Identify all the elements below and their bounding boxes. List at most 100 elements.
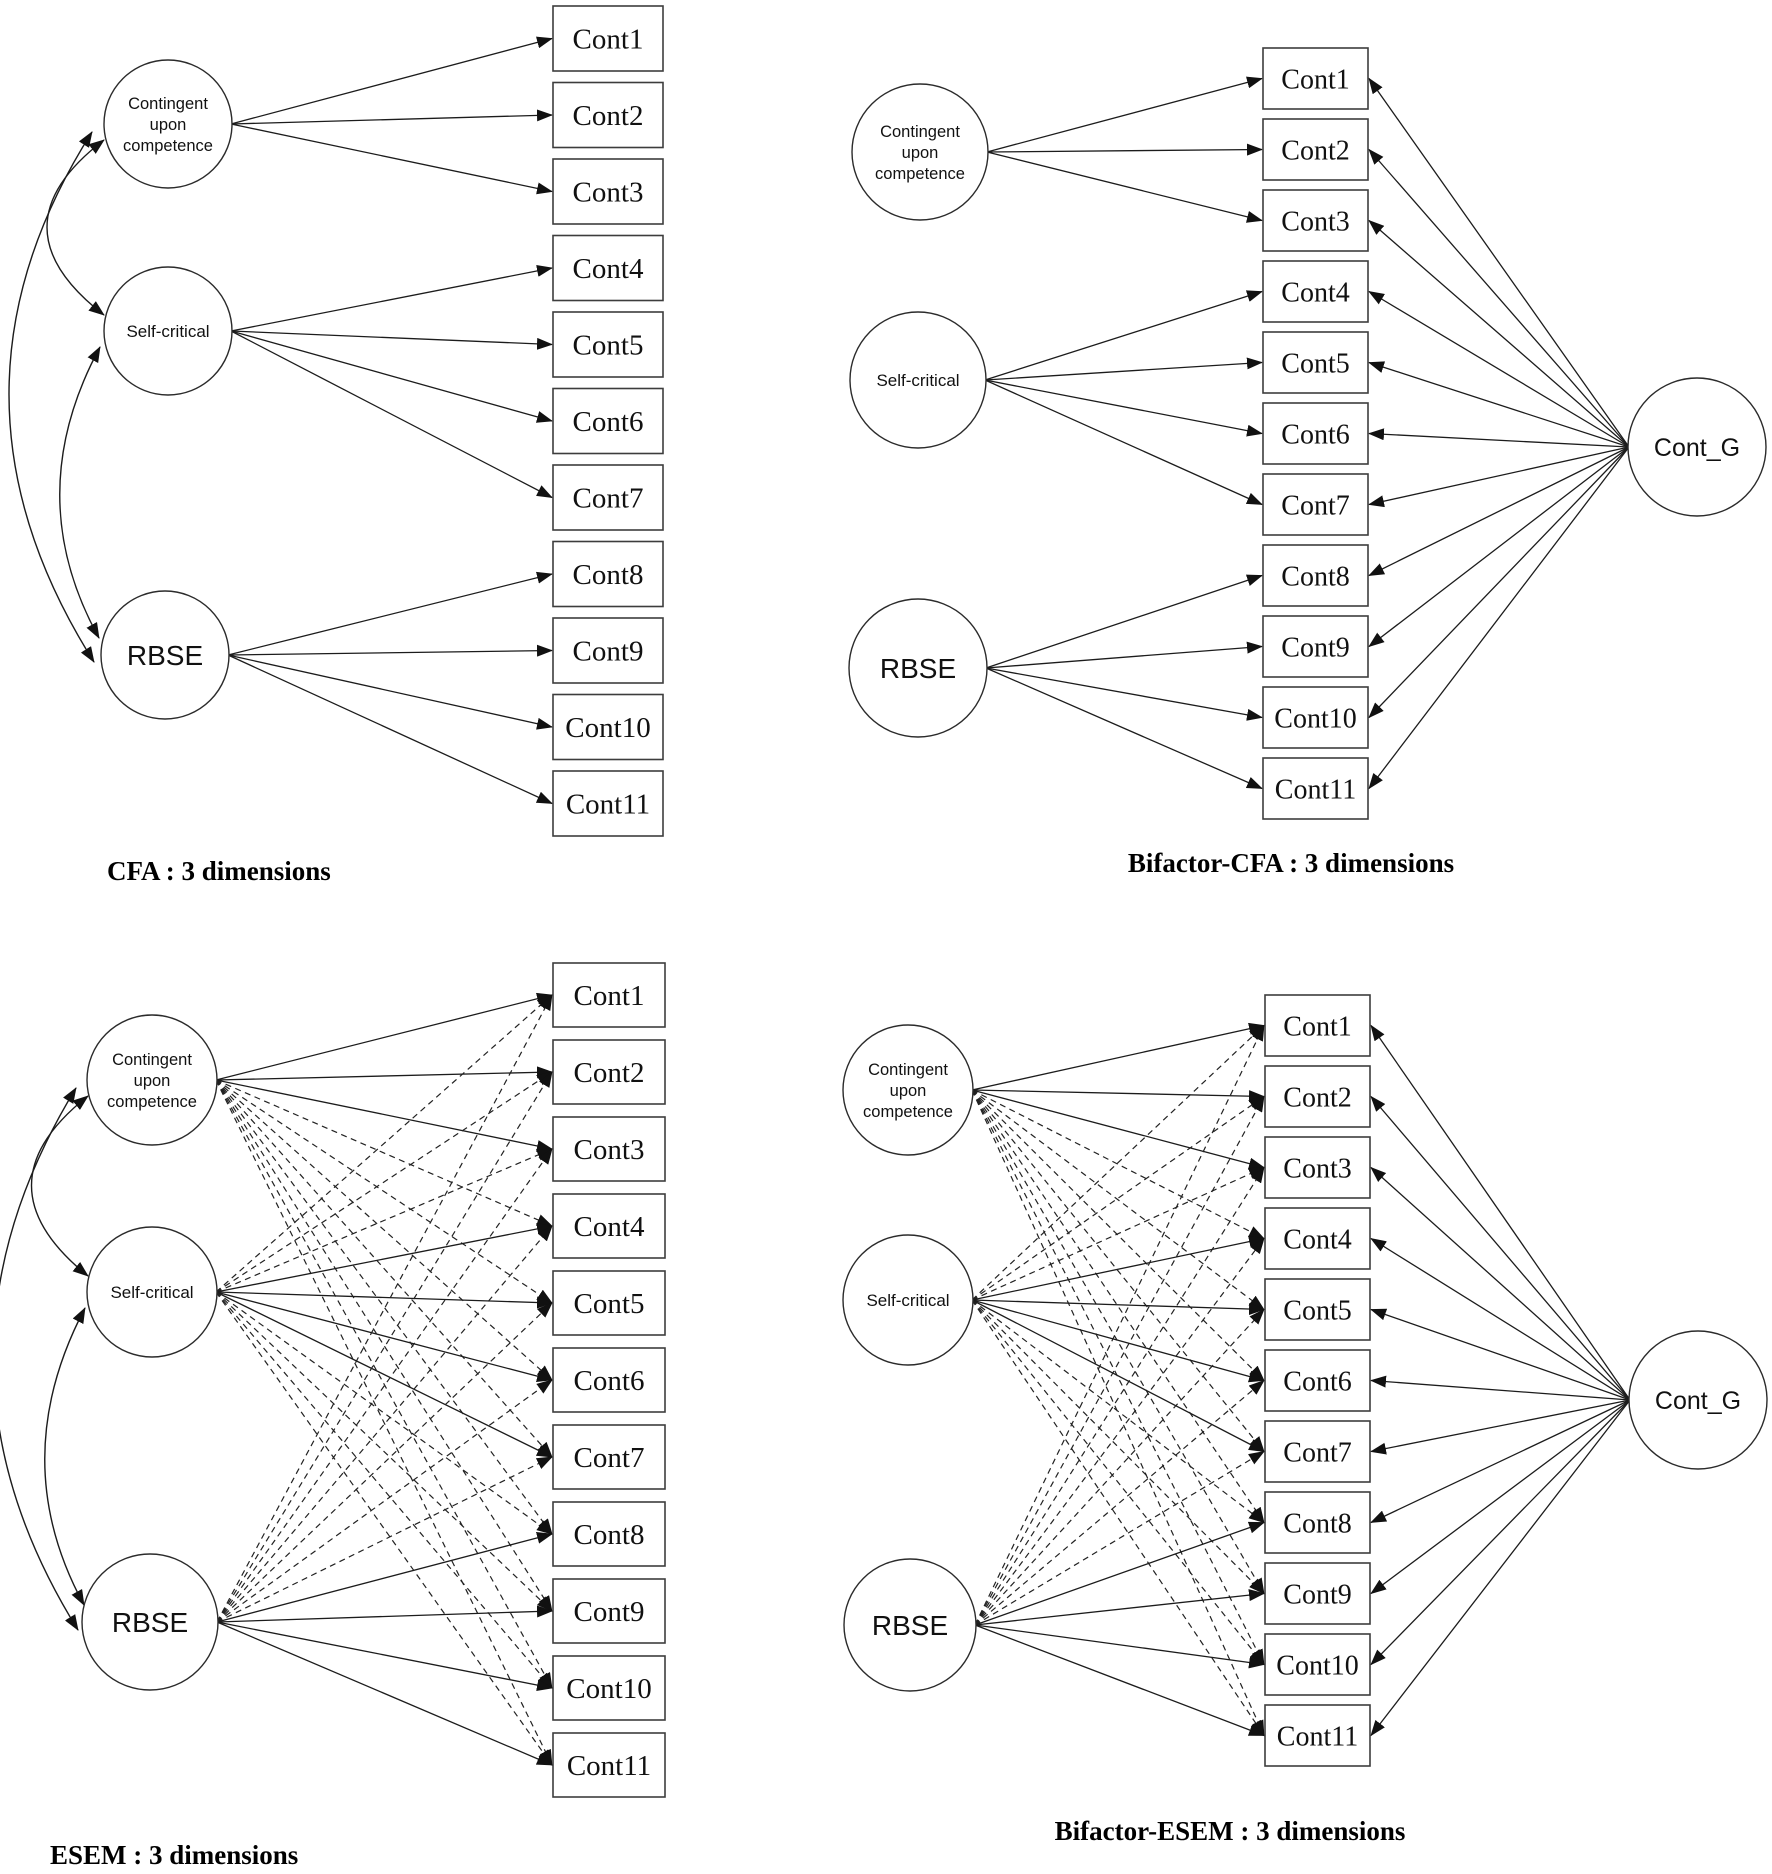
cross-loading-arrow xyxy=(971,1089,1265,1524)
indicator-box-cont5 xyxy=(1262,331,1369,394)
general-factor-circle xyxy=(1628,1330,1768,1470)
loading-arrow xyxy=(971,1235,1265,1301)
indicator-box-cont6 xyxy=(1264,1349,1371,1412)
indicator-label-cont1: Cont1 xyxy=(574,980,645,1012)
indicator-label-cont7: Cont7 xyxy=(574,1442,645,1474)
indicator-box-cont4 xyxy=(552,1193,666,1259)
cross-loading-arrow xyxy=(215,994,553,1293)
indicator-label-cont11: Cont11 xyxy=(1275,774,1356,805)
loading-arrow xyxy=(974,1589,1265,1626)
indicator-box-cont7 xyxy=(1264,1420,1371,1483)
indicator-label-cont11: Cont11 xyxy=(567,1750,651,1782)
indicator-box-cont4 xyxy=(1264,1207,1371,1270)
indicator-box-cont1 xyxy=(552,962,666,1028)
indicator-label-cont8: Cont8 xyxy=(574,1519,645,1551)
cross-loading-arrow xyxy=(216,1148,553,1623)
cross-loading-arrow xyxy=(216,1302,553,1623)
indicator-label-cont4: Cont4 xyxy=(574,1211,645,1243)
loading-arrow xyxy=(984,290,1263,381)
factor-circle-self-critical xyxy=(86,1226,218,1358)
indicator-box-cont4 xyxy=(552,234,664,302)
general-loading-arrow xyxy=(1368,77,1630,448)
indicator-box-cont11 xyxy=(1262,757,1369,820)
factor-correlation-arrow xyxy=(59,346,101,639)
indicator-label-cont9: Cont9 xyxy=(1281,632,1349,663)
loading-arrow xyxy=(984,357,1263,381)
loading-arrow xyxy=(974,1521,1265,1626)
loading-arrow xyxy=(971,1299,1265,1316)
indicator-label-cont7: Cont7 xyxy=(1283,1437,1351,1468)
factor-circle-rbse xyxy=(100,590,230,720)
factor-circle-self-critical xyxy=(103,266,233,396)
indicator-box-cont2 xyxy=(1262,118,1369,181)
loading-arrow xyxy=(215,1291,553,1309)
loading-arrow xyxy=(974,1624,1265,1669)
indicator-label-cont1: Cont1 xyxy=(573,24,644,56)
factor-correlation-arrow xyxy=(30,1095,89,1277)
indicator-label-cont2: Cont2 xyxy=(574,1057,645,1089)
cross-loading-arrow xyxy=(971,1089,1265,1737)
general-loading-arrow xyxy=(1370,1399,1631,1455)
loading-arrow xyxy=(216,1621,553,1766)
cross-loading-arrow xyxy=(215,1071,553,1293)
factor-label-rbse: RBSE xyxy=(127,640,203,671)
loading-arrow xyxy=(215,1223,553,1293)
indicator-box-cont10 xyxy=(552,693,664,761)
indicator-box-cont7 xyxy=(552,1424,666,1490)
indicator-label-cont10: Cont10 xyxy=(1274,703,1356,734)
indicator-label-cont3: Cont3 xyxy=(1281,206,1349,237)
indicator-box-cont3 xyxy=(552,158,664,225)
indicator-box-cont9 xyxy=(1264,1562,1371,1625)
cross-loading-arrow xyxy=(216,1225,553,1623)
factor-circle-rbse xyxy=(81,1553,219,1691)
cross-loading-arrow xyxy=(971,1089,1265,1311)
indicator-label-cont3: Cont3 xyxy=(573,177,644,209)
factor-circle-self-critical xyxy=(849,311,987,449)
loading-arrow xyxy=(971,1089,1265,1170)
indicator-box-cont1 xyxy=(1262,47,1369,110)
indicator-label-cont2: Cont2 xyxy=(1283,1082,1351,1113)
general-loading-arrow xyxy=(1368,428,1630,448)
loading-arrow xyxy=(230,123,553,195)
cross-loading-arrow xyxy=(216,1071,553,1623)
indicator-label-cont4: Cont4 xyxy=(1281,277,1349,308)
indicator-label-cont2: Cont2 xyxy=(573,100,644,132)
factor-circle-contingent-upon-competence xyxy=(851,83,989,221)
factor-label-self-critical: Self-critical xyxy=(866,1291,949,1310)
indicator-label-cont8: Cont8 xyxy=(573,559,644,591)
indicator-label-cont1: Cont1 xyxy=(1281,64,1349,95)
indicator-box-cont9 xyxy=(552,617,664,684)
cross-loading-arrow xyxy=(971,1299,1265,1737)
general-loading-arrow xyxy=(1368,290,1630,448)
factor-circle-contingent-upon-competence xyxy=(86,1014,218,1146)
loading-arrow xyxy=(215,1291,553,1383)
loading-arrow xyxy=(230,109,553,125)
loading-arrow xyxy=(230,265,553,332)
general-loading-arrow xyxy=(1370,1399,1631,1737)
cross-loading-arrow xyxy=(971,1089,1265,1382)
loading-arrow xyxy=(971,1299,1265,1383)
cross-loading-arrow xyxy=(216,1379,553,1623)
loading-arrow xyxy=(971,1089,1265,1103)
factor-label-rbse: RBSE xyxy=(880,653,956,684)
indicator-label-cont9: Cont9 xyxy=(1283,1579,1351,1610)
indicator-label-cont4: Cont4 xyxy=(1283,1224,1351,1255)
indicator-box-cont8 xyxy=(552,1501,666,1567)
cross-loading-arrow xyxy=(974,1024,1265,1626)
indicator-box-cont11 xyxy=(552,1732,666,1798)
factor-label-rbse: RBSE xyxy=(112,1607,188,1638)
general-loading-arrow xyxy=(1368,361,1630,448)
indicator-label-cont5: Cont5 xyxy=(574,1288,645,1320)
indicator-label-cont10: Cont10 xyxy=(1276,1650,1358,1681)
loading-arrow xyxy=(986,76,1263,153)
indicator-label-cont6: Cont6 xyxy=(573,406,644,438)
cross-loading-arrow xyxy=(971,1089,1265,1666)
factor-correlation-arrow xyxy=(0,1087,79,1631)
loading-arrow xyxy=(984,379,1263,506)
indicator-box-cont10 xyxy=(1262,686,1369,749)
loading-arrow xyxy=(230,330,553,350)
